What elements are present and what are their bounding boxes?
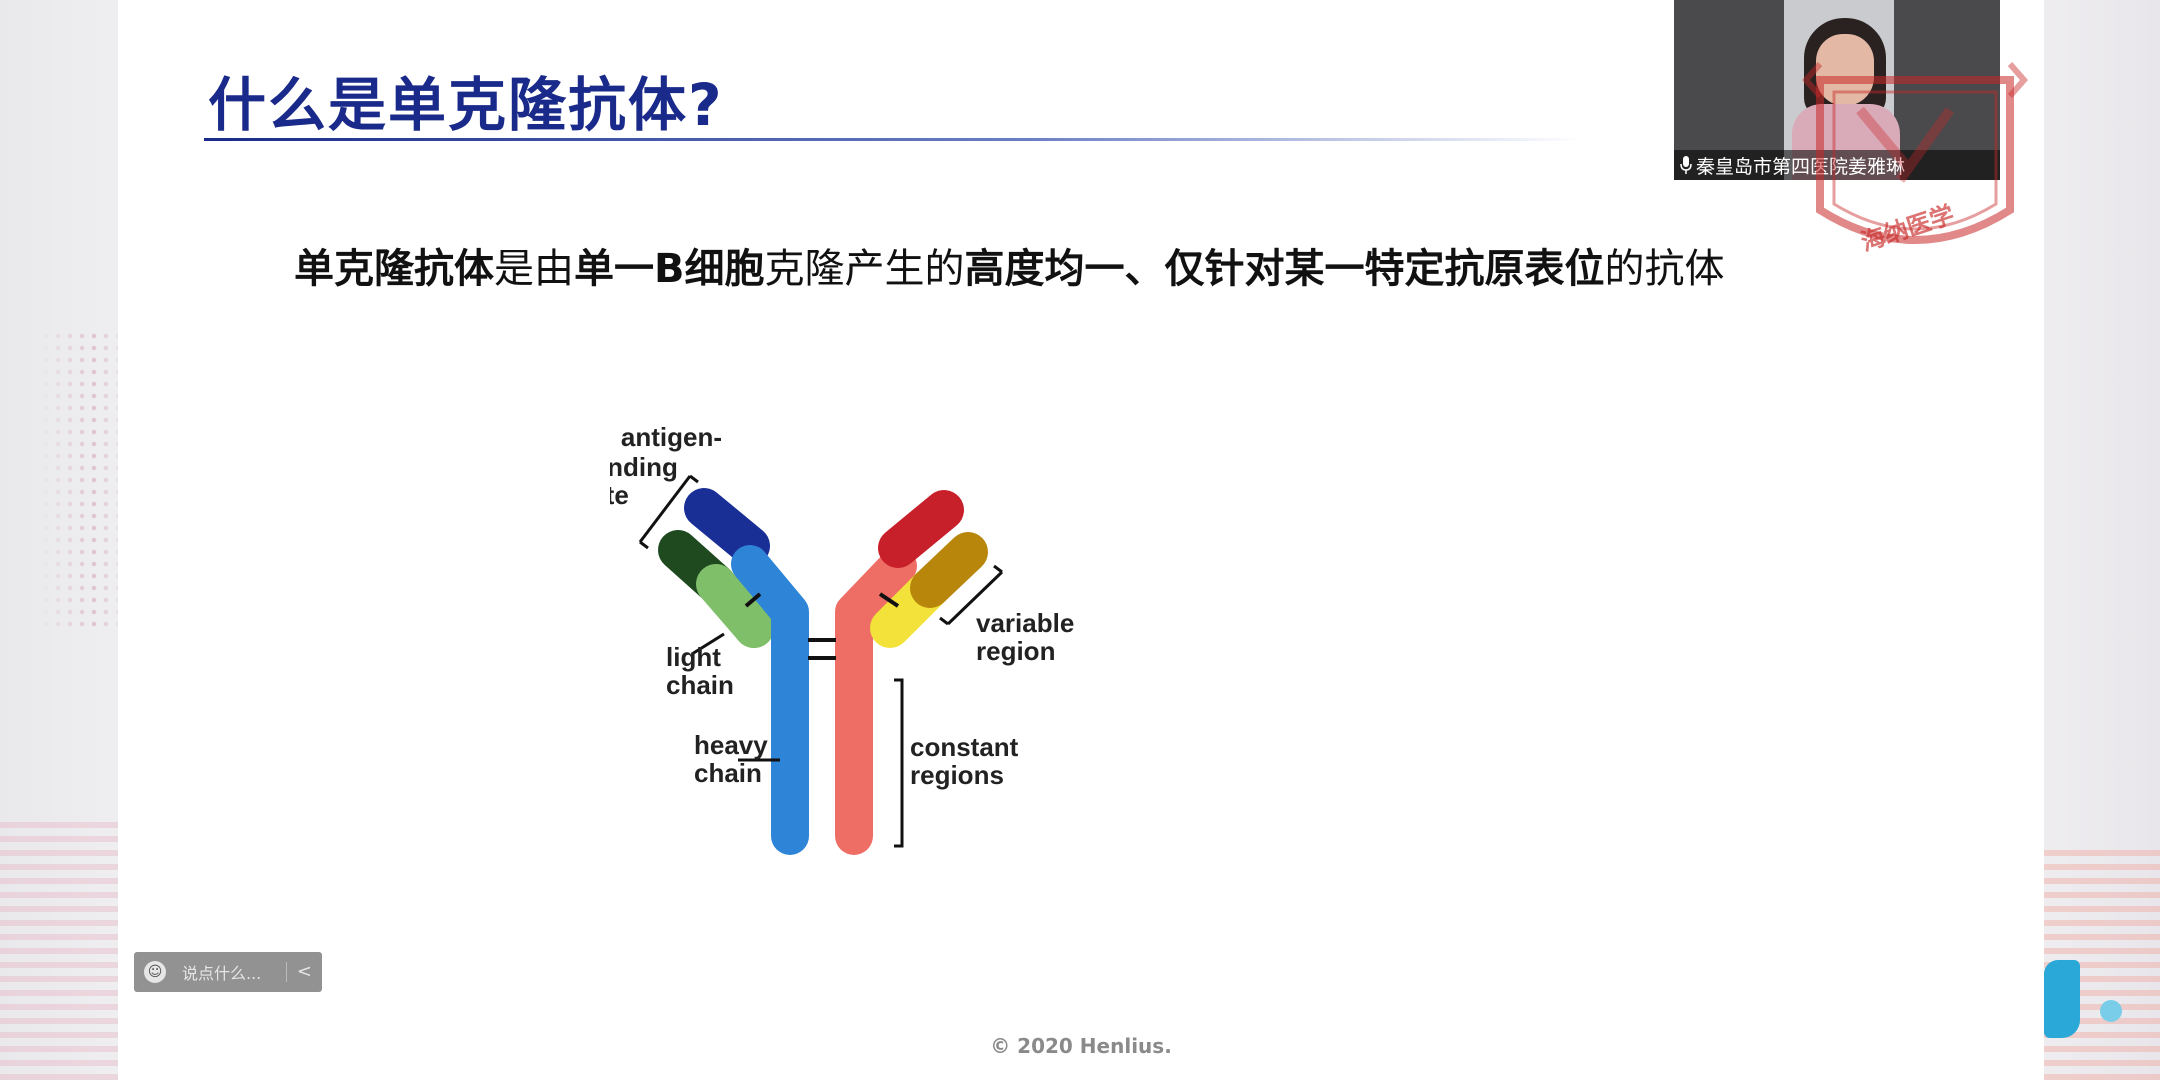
chevron-left-icon[interactable]: < [296, 961, 312, 982]
antigen-site-bracket-tick-1 [639, 540, 649, 550]
definition-text: 单克隆抗体是由单一B细胞克隆产生的高度均一、仅针对某一特定抗原表位的抗体 [294, 236, 1725, 294]
emoji-icon[interactable]: ☺ [144, 961, 166, 983]
antibody-diagram: antigen- binding site light chain heavy … [610, 416, 1470, 876]
heavy-chain-left-variable [684, 488, 770, 566]
definition-source: 单一B细胞 [574, 246, 765, 292]
disulfide-bond-right [878, 592, 900, 608]
definition-process: 克隆产生的 [764, 246, 965, 292]
participant-name: 秦皇岛市第四医院姜雅琳 [1696, 155, 1906, 178]
participant-video[interactable]: 秦皇岛市第四医院姜雅琳 [1674, 0, 2000, 180]
label-heavy-line2: chain [694, 758, 762, 788]
constant-region-bracket [894, 678, 904, 848]
chat-input[interactable]: 说点什么... [182, 964, 262, 983]
slide-footer-copyright: © 2020 Henlius. [990, 1034, 1172, 1058]
slide-title: 什么是单克隆抗体? [208, 71, 724, 139]
participant-face [1816, 34, 1874, 106]
label-antigen-line3: site [610, 480, 629, 510]
chat-input-bar[interactable]: ☺ 说点什么... < [134, 952, 322, 992]
heavy-chain-right-variable [878, 490, 964, 568]
antigen-site-bracket-tick-2 [689, 474, 699, 484]
label-variable-line1: variable [976, 608, 1074, 638]
title-underline [204, 138, 1584, 141]
definition-ending: 的抗体 [1604, 246, 1725, 292]
label-variable-line2: region [976, 636, 1055, 666]
variable-region-bracket [946, 570, 1004, 626]
label-antigen-line1: antigen- [621, 422, 722, 452]
antigen-site-bracket [638, 475, 692, 543]
label-light-line1: light [666, 642, 721, 672]
variable-region-bracket-tick-1 [939, 616, 949, 626]
disulfide-bond-left [744, 592, 762, 608]
antibody-svg: antigen- binding site light chain heavy … [610, 422, 1074, 855]
participant-label: 秦皇岛市第四医院姜雅琳 [1674, 150, 2000, 180]
heavy-chain-left-constant [731, 545, 809, 855]
label-heavy-line1: heavy [694, 730, 768, 760]
label-constant-line2: regions [910, 760, 1004, 790]
definition-property: 高度均一、仅针对某一特定抗原表位 [964, 246, 1605, 292]
left-decoration-dots [40, 330, 130, 630]
microphone-icon [1680, 156, 1692, 174]
label-antigen-line2: binding [610, 452, 678, 482]
left-decoration-stripes [0, 820, 120, 1080]
label-constant-line1: constant [910, 732, 1019, 762]
light-chain-left-constant-full [696, 564, 774, 648]
heavy-chain-right-constant [835, 547, 917, 855]
right-decoration-dot [2100, 1000, 2122, 1022]
definition-connector: 是由 [494, 246, 574, 292]
label-light-line2: chain [666, 670, 734, 700]
light-chain-leader [691, 632, 725, 656]
variable-region-bracket-tick-2 [993, 564, 1003, 574]
light-chain-right-variable [910, 532, 988, 608]
chat-separator [285, 962, 287, 982]
right-decoration-shape [2044, 960, 2080, 1038]
presentation-slide: 什么是单克隆抗体? 单克隆抗体是由单一B细胞克隆产生的高度均一、仅针对某一特定抗… [118, 0, 2044, 1080]
definition-term: 单克隆抗体 [294, 246, 494, 292]
